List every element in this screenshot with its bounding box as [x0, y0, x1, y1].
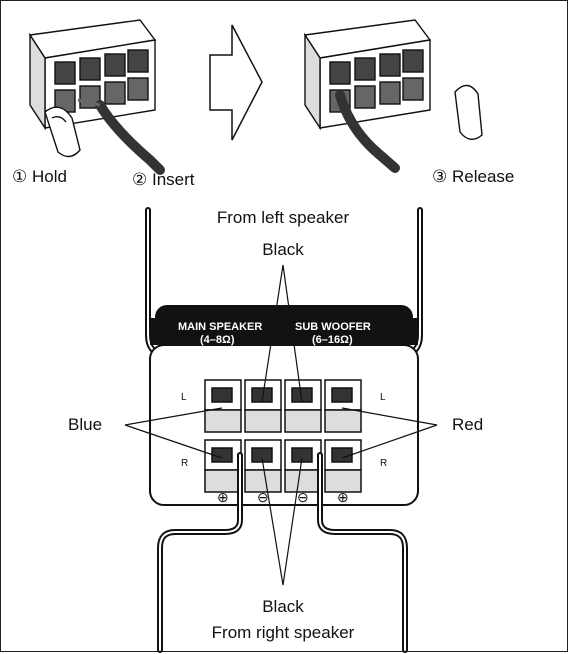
blue-label: Blue	[68, 415, 102, 434]
row-l-label-right: L	[380, 392, 386, 403]
row-l-label-left: L	[181, 392, 187, 403]
polarity-plus-2: ⊕	[337, 489, 349, 505]
terminal-block-illustration-right	[303, 19, 432, 131]
red-label: Red	[452, 415, 483, 434]
step-insert-label: ② Insert	[132, 170, 195, 189]
step-hold-label: ① Hold	[12, 167, 67, 186]
terminal-block-illustration-left	[28, 19, 157, 131]
black-bottom-label: Black	[262, 597, 304, 616]
terminal-row-left	[204, 379, 362, 433]
sub-woofer-title: SUB WOOFER	[295, 321, 371, 333]
polarity-plus-1: ⊕	[217, 489, 229, 505]
from-right-speaker-label: From right speaker	[212, 623, 355, 642]
sub-woofer-impedance: (6–16Ω)	[312, 334, 353, 346]
finger-release-illustration	[454, 84, 483, 140]
speaker-terminal-panel	[149, 305, 419, 506]
from-left-speaker-label: From left speaker	[217, 208, 350, 227]
black-top-label: Black	[262, 240, 304, 259]
wire-insert-illustration	[77, 98, 165, 175]
row-r-label-left: R	[181, 458, 188, 469]
polarity-minus-1: ⊖	[257, 489, 269, 505]
arrow-shape	[209, 24, 263, 141]
step-release-label: ③ Release	[432, 167, 514, 186]
wire-released-illustration	[335, 90, 400, 173]
main-speaker-title: MAIN SPEAKER	[178, 321, 262, 333]
finger-hold-illustration	[44, 106, 81, 158]
cable-from-right-speaker	[157, 452, 408, 653]
terminal-row-right	[204, 439, 362, 493]
main-speaker-impedance: (4–8Ω)	[200, 334, 235, 346]
row-r-label-right: R	[380, 458, 387, 469]
pointer-lines	[124, 264, 438, 586]
polarity-minus-2: ⊖	[297, 489, 309, 505]
